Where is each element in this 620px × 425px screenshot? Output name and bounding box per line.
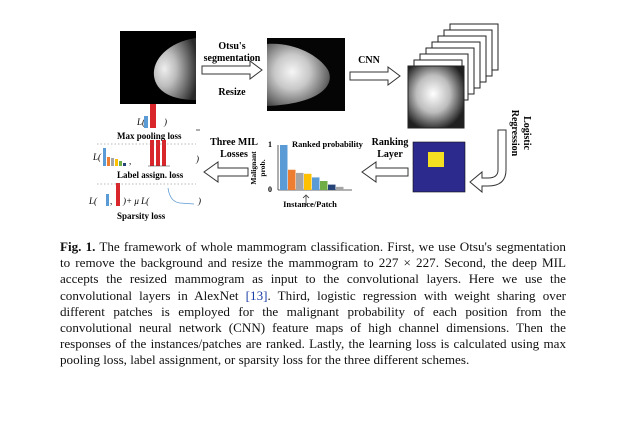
arrow-logistic <box>469 129 507 194</box>
three-mil-label-1: Three MIL <box>210 137 258 148</box>
otsu-label-1: Otsu's <box>218 41 245 52</box>
label-assign-close: ) <box>195 154 199 164</box>
sparsity-L: L( <box>88 196 98 206</box>
chart-bar-2 <box>288 169 296 190</box>
axis-tick-zero: 0 <box>268 185 272 194</box>
chart-bar-3 <box>296 172 304 190</box>
sparsity-loss-label: Sparsity loss <box>117 211 166 221</box>
three-mil-label-2: Losses <box>220 149 248 160</box>
chart-bar-5 <box>312 177 320 190</box>
label-assign-loss-label: Label assign. loss <box>117 170 184 180</box>
citation-link[interactable]: [13] <box>245 287 268 303</box>
cursor-icon <box>302 194 310 205</box>
cnn-label: CNN <box>358 55 380 66</box>
framework-figure: Otsu's segmentation Resize CNN Logistic … <box>88 23 532 221</box>
max-pool-L: L( <box>136 117 146 127</box>
caption-lead: Fig. 1. <box>60 239 96 254</box>
label-assign-comma: , <box>129 156 131 166</box>
mil-losses-panel: L( ) Max pooling loss L( , ) Label assig… <box>88 104 201 221</box>
ranking-label-1: Ranking <box>372 137 409 148</box>
sparsity-bar-red <box>116 183 120 206</box>
y-axis-label-1: Malignant <box>249 151 258 185</box>
caption-text-1: The framework of whole mammogram classif… <box>60 239 566 303</box>
label-assign-L: L( <box>92 152 102 162</box>
figure-caption: Fig. 1. The framework of whole mammogram… <box>60 239 566 369</box>
chart-bars <box>280 145 344 190</box>
x-axis-label: Instance/Patch <box>283 199 337 209</box>
max-pool-close: ) <box>163 117 167 127</box>
ranking-label-2: Layer <box>377 149 403 160</box>
chart-bar-6 <box>320 181 328 190</box>
ranked-probability-chart: Ranked probability 1 0 Malignant prob. I… <box>249 139 364 209</box>
max-pooling-loss-label: Max pooling loss <box>117 131 182 141</box>
chart-bar-7 <box>328 184 336 190</box>
axis-tick-one: 1 <box>268 140 272 149</box>
chart-bar-4 <box>304 173 312 190</box>
arrow-otsu <box>201 60 263 80</box>
resize-label: Resize <box>218 87 246 98</box>
probability-heatmap <box>412 141 466 193</box>
chart-bar-8 <box>336 186 344 190</box>
label-assign-bars <box>103 148 126 166</box>
caption-text-2: . Third, logistic regression with weight… <box>60 287 566 368</box>
sparsity-curve <box>167 187 195 205</box>
sparsity-plus-mu: )+ μ L( <box>122 196 150 206</box>
logistic-label-2: Regression <box>509 110 520 157</box>
logistic-label-1: Logistic <box>521 116 532 150</box>
original-mammogram <box>120 31 196 104</box>
max-pool-bar-blue <box>144 116 148 128</box>
label-assign-red-bars <box>148 140 170 167</box>
chart-title: Ranked probability <box>292 139 364 149</box>
resized-mammogram <box>267 38 345 111</box>
chart-bar-1 <box>280 145 288 190</box>
arrow-ranking <box>361 161 409 183</box>
arrow-mil <box>203 161 249 183</box>
max-pool-bar-red <box>150 104 156 128</box>
arrow-cnn <box>349 66 401 86</box>
sparsity-bar-blue <box>106 194 109 206</box>
sparsity-comma: , <box>110 196 112 206</box>
sparsity-close: ) <box>197 196 201 206</box>
y-axis-label-2: prob. <box>258 159 267 176</box>
otsu-label-2: segmentation <box>204 53 261 64</box>
feature-maps-stack <box>407 23 499 129</box>
